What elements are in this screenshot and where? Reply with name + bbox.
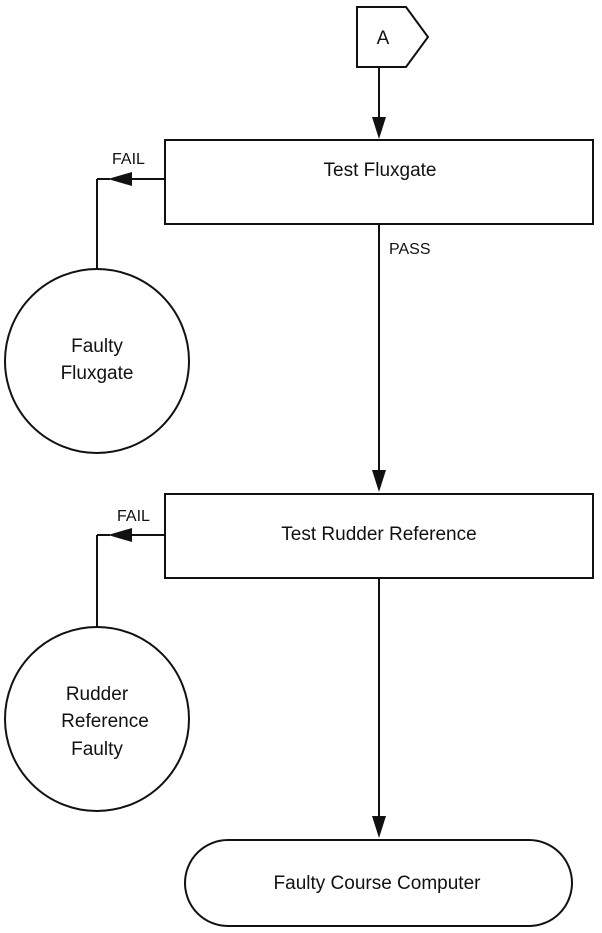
connector-a-label: A (377, 28, 390, 49)
outcome-rudder-reference-faulty: Rudder Reference Faulty (4, 626, 190, 812)
outcome-faulty-fluxgate: Faulty Fluxgate (4, 268, 190, 454)
fail-label-2: FAIL (117, 508, 150, 525)
connector-a: A (356, 6, 430, 68)
fail-branch-rudder: FAIL (96, 508, 165, 628)
fail-label-1: FAIL (112, 151, 145, 168)
outcome-faulty-fluxgate-line1: Faulty (71, 336, 123, 357)
outcome-faulty-fluxgate-line2: Fluxgate (61, 363, 134, 384)
pass-branch-fluxgate: PASS (372, 224, 431, 492)
outcome-rudder-reference-faulty-line3: Faulty (71, 739, 123, 760)
step-test-fluxgate-label: Test Fluxgate (324, 160, 437, 181)
step-test-fluxgate: Test Fluxgate (164, 139, 594, 225)
fail-branch-fluxgate: FAIL (96, 151, 165, 270)
step-test-rudder-reference-label: Test Rudder Reference (281, 524, 476, 545)
outcome-rudder-reference-faulty-line1: Rudder (66, 684, 129, 705)
step-test-rudder-reference: Test Rudder Reference (164, 493, 594, 579)
outcome-rudder-reference-faulty-line2: Reference (61, 711, 149, 732)
flow-arrow-rudder-to-terminal (372, 578, 386, 838)
pass-label-1: PASS (389, 241, 431, 258)
terminal-faulty-course-computer-label: Faulty Course Computer (274, 873, 482, 894)
flow-arrow-a-to-fluxgate (372, 67, 386, 139)
terminal-faulty-course-computer: Faulty Course Computer (184, 839, 573, 927)
